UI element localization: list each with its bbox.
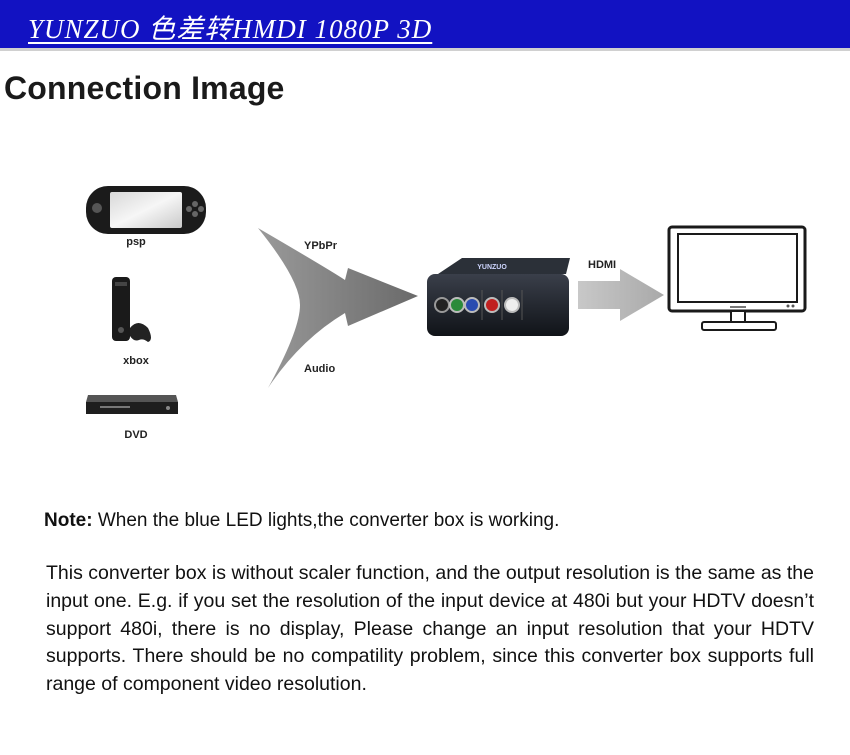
banner-title: YUNZUO 色差转HMDI 1080P 3D: [28, 14, 433, 44]
xbox-console-icon: [112, 277, 151, 342]
description-paragraph: This converter box is without scaler fun…: [46, 562, 814, 696]
hdtv-monitor-icon: [667, 225, 807, 331]
device-label-psp: psp: [126, 236, 146, 248]
note-line: Note: When the blue LED lights,the conve…: [44, 510, 559, 532]
banner-divider: [0, 48, 850, 51]
connection-diagram: psp xbox DVD YPbPr Audio YUNZUO HDMI: [86, 186, 807, 441]
label-ypbpr: YPbPr: [304, 240, 338, 252]
input-merge-arrow: [258, 228, 418, 388]
label-audio: Audio: [304, 363, 335, 375]
note-text: When the blue LED lights,the converter b…: [92, 510, 560, 531]
device-label-xbox: xbox: [123, 355, 150, 367]
converter-brand: YUNZUO: [477, 264, 507, 271]
title-banner: YUNZUO 色差转HMDI 1080P 3D: [0, 0, 850, 48]
page-heading: Connection Image: [4, 70, 285, 106]
psp-handheld-icon: [86, 186, 206, 234]
dvd-player-icon: [86, 395, 178, 414]
hdmi-arrow: [578, 269, 664, 321]
note-label: Note:: [44, 510, 93, 531]
device-label-dvd: DVD: [124, 429, 147, 441]
label-hdmi: HDMI: [588, 259, 616, 271]
converter-box-icon: [427, 258, 570, 336]
